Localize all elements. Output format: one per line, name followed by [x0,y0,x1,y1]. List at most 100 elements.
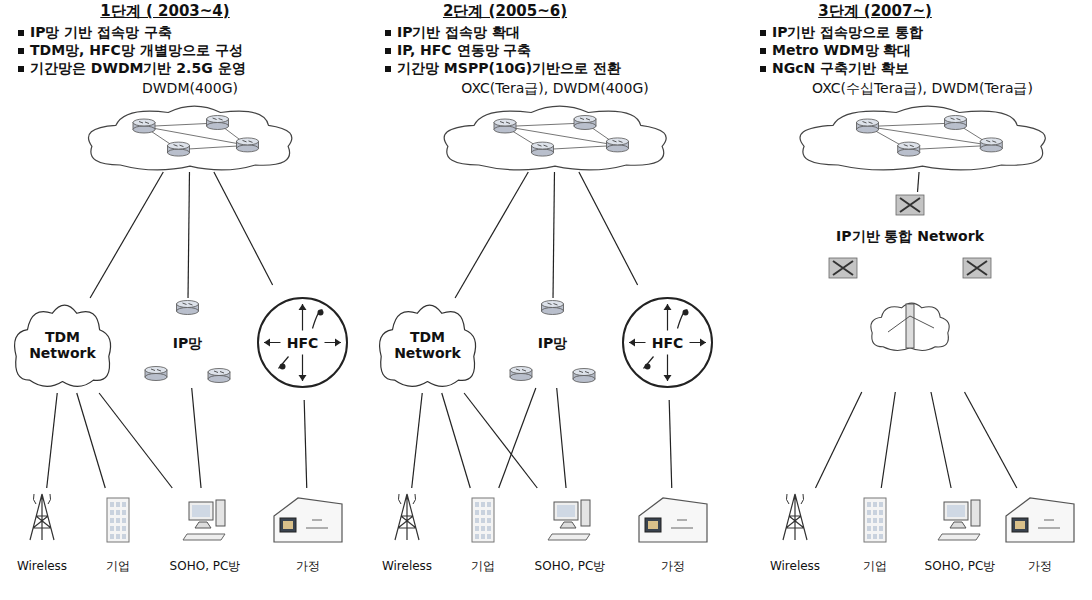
drawing-part [481,502,485,507]
drawing-part [607,145,629,152]
drawing-part [879,510,883,515]
cloud-outline [380,305,476,386]
bullet-mark [760,66,766,72]
drawing-part [487,518,491,523]
drawing-part [898,142,920,149]
drawing-part [548,303,558,305]
bullet-text: 기간망은 DWDM기반 2.5G 운영 [30,60,246,77]
link-line [553,172,554,298]
ip-network: IP망 [505,298,600,388]
drawing-part [579,371,589,373]
bullet-text: Metro WDM망 확대 [772,42,911,59]
drawing-part [538,145,548,147]
drawing-part [532,142,554,149]
house [639,498,707,542]
drawing-part [867,526,871,531]
pc-tower [216,500,225,526]
drawing-part [947,505,965,517]
drawing-part [481,510,485,515]
drawing-part [980,145,1002,152]
node-label: 가정 [1000,559,1080,573]
drawing-part [867,510,871,515]
hfc-circle [623,298,712,387]
drawing-part [243,140,253,142]
drawing-part [574,116,596,123]
drawing-part [481,518,485,523]
bullet-mark [18,48,24,54]
node-label: SOHO, PC방 [525,559,615,573]
link-line [47,393,58,488]
router-icon [168,142,190,156]
bullet-text: 기간망 MSPP(10G)기반으로 전환 [397,60,621,77]
drawing-part [133,126,155,133]
drawing-part [487,502,491,507]
drawing-part [500,122,510,124]
drawing-part [481,526,485,531]
drawing-part [264,304,341,381]
drawing-part [145,367,167,374]
drawing-part [33,494,50,504]
integrated-network: IP기반 통합 Network [815,192,1005,392]
wireless-icon: Wireless [377,488,437,573]
drawing-part [208,369,230,376]
label-text: IP망 [538,335,567,351]
bullet-text: IP기반 접속망으로 통합 [772,24,923,41]
link-line [412,393,423,488]
router-icon [237,138,259,152]
stage-heading: 3단계 (2007~) [818,2,932,20]
label-text: TDM Network [394,329,461,362]
drawing-part [174,145,184,147]
drawing-part [183,303,193,305]
bullet-mark [18,66,24,72]
drawing-part [873,502,877,507]
label-text: TDM Network [29,329,96,362]
switch-icon [829,258,857,278]
home-icon: 가정 [268,488,348,573]
drawing-part [560,522,576,528]
drawing-part [110,502,114,507]
label-text: 가정 [296,559,320,573]
link-line [90,172,163,298]
drawing-part [945,123,967,130]
drawing-part [888,316,934,332]
router-icon [574,116,596,130]
bullet-mark [18,30,24,36]
label-text: DWDM(400G) [142,80,238,96]
house [274,498,342,542]
router-icon [177,301,199,315]
ip-network: IP망 [140,298,235,388]
wireless-icon: Wireless [12,488,72,573]
switch-icon [896,195,924,215]
home-icon: 가정 [633,488,713,573]
node-shape [815,192,1005,392]
drawing-part [116,502,120,507]
drawing-part [116,534,120,539]
drawing-part [786,494,803,504]
node-label: HFC [620,334,715,351]
drawing-part [168,149,190,156]
drawing-part [122,510,126,515]
node-label: 기업 [453,559,513,573]
drawing-part [475,502,479,507]
label-text: SOHO, PC방 [535,559,606,573]
hub-cloud [871,303,949,350]
drawing-part [475,510,479,515]
drawing-part [481,534,485,539]
drawing-part [208,376,230,383]
drawing-part [557,505,575,517]
soho-icon: SOHO, PC방 [915,488,1005,573]
drawing-part [879,502,883,507]
drawing-part [192,505,210,517]
drawing-part [1038,520,1060,528]
drawing-part [110,518,114,523]
drawing-part [879,526,883,531]
drawing-part [494,126,516,133]
label-text: IP기반 통합 Network [836,228,984,244]
drawing-part [945,116,967,123]
drawing-part [110,526,114,531]
drawing-part [145,374,167,381]
label-text: 가정 [661,559,685,573]
network-cloud: TDM Network [375,298,480,393]
label-text: SOHO, PC방 [925,559,996,573]
